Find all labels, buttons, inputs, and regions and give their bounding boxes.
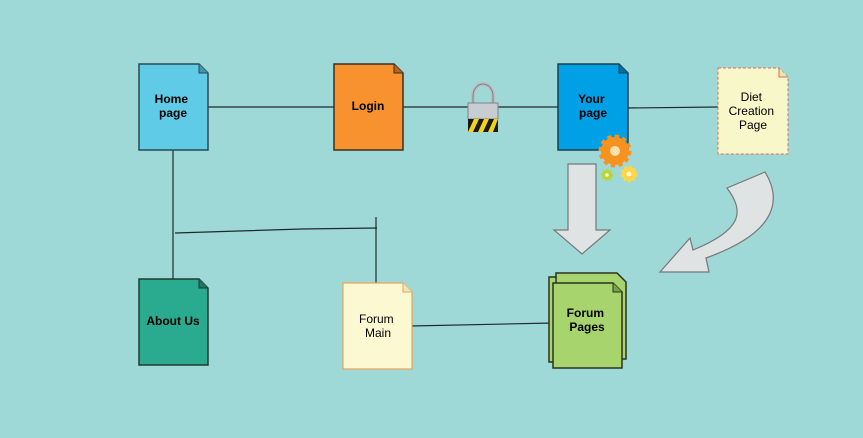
node-your-label: Your page: [578, 92, 608, 120]
edge-home-forum: [174, 227, 378, 234]
node-forum-main[interactable]: Forum Main: [342, 282, 413, 370]
node-your-page[interactable]: Your page: [557, 63, 629, 151]
node-diet-creation-page[interactable]: Diet Creation Page: [717, 67, 789, 155]
node-login-label: Login: [352, 99, 385, 113]
node-about-label: About Us: [146, 314, 200, 328]
gears-icon: [598, 134, 638, 183]
node-forum-main-label: Forum Main: [359, 312, 397, 340]
edge-forummain-forumpages: [410, 322, 554, 327]
edge-your-diet: [627, 106, 719, 109]
lock-icon: [467, 82, 499, 132]
node-diet-label: Diet Creation Page: [729, 90, 778, 132]
curved-arrow-icon: [658, 171, 774, 273]
node-about-us[interactable]: About Us: [138, 278, 209, 366]
node-home-page[interactable]: Home page: [138, 63, 209, 151]
down-arrow-icon: [552, 163, 612, 255]
node-home-label: Home page: [155, 92, 192, 120]
node-forum-pages[interactable]: Forum Pages: [548, 272, 627, 369]
connectors: [172, 106, 719, 327]
node-forum-pages-label: Forum Pages: [567, 306, 608, 334]
node-login[interactable]: Login: [333, 63, 404, 151]
